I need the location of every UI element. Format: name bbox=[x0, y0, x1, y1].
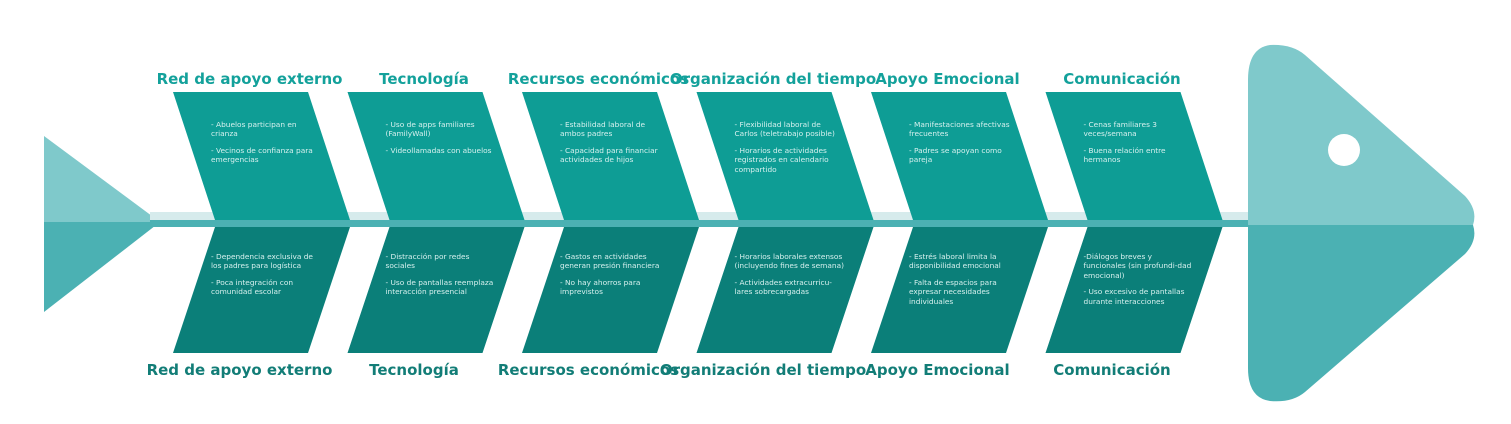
fish-head-upper bbox=[1248, 44, 1475, 226]
category-label-top: Tecnología bbox=[379, 70, 469, 88]
rib-lower-4 bbox=[696, 227, 874, 353]
rib-lower-1 bbox=[173, 227, 350, 353]
category-label-bottom: Tecnología bbox=[369, 361, 459, 379]
rib-upper-2 bbox=[347, 92, 525, 220]
positive-factors-list: - Uso de apps familiares (FamilyWall) - V… bbox=[386, 120, 496, 162]
category-label-bottom: Organización del tiempo bbox=[659, 361, 867, 379]
list-item: -Diálogos breves y funcionales (sin prof… bbox=[1083, 252, 1192, 280]
category-label-bottom: Comunicación bbox=[1053, 361, 1171, 379]
positive-factors-list: - Cenas familiares 3 veces/semana - Buena… bbox=[1084, 120, 1194, 172]
list-item: - Horarios de actividades registrados en… bbox=[734, 145, 829, 174]
rib-lower-6 bbox=[1045, 227, 1223, 353]
negative-factors-list: - Dependencia exclusiva de los padres pa… bbox=[211, 252, 321, 304]
positive-factors-list: - Estabilidad laboral de ambos padres - C… bbox=[560, 120, 670, 172]
spine bbox=[150, 220, 1320, 227]
list-item: - Gastos en actividades generan presión … bbox=[560, 252, 660, 271]
category-label-top: Comunicación bbox=[1063, 70, 1181, 88]
fish-eye-icon bbox=[1328, 134, 1360, 166]
rib-upper-6 bbox=[1045, 92, 1223, 220]
rib-upper-4 bbox=[696, 92, 874, 220]
negative-factors-list: -Diálogos breves y funcionales (sin prof… bbox=[1084, 252, 1194, 313]
category-label-bottom: Recursos económicos bbox=[497, 361, 680, 379]
list-item: - Actividades extracurricu-lares sobreca… bbox=[734, 277, 832, 297]
list-item: - Manifestaciones afectivas frecuentes bbox=[909, 120, 1010, 139]
list-item: - Flexibilidad laboral de Carlos (teletr… bbox=[734, 120, 835, 139]
list-item: - Distracción por redes sociales bbox=[385, 252, 470, 271]
rib-upper-5 bbox=[871, 92, 1048, 220]
list-item: - Padres se apoyan como pareja bbox=[909, 145, 1002, 165]
category-label-top: Apoyo Emocional bbox=[875, 70, 1020, 88]
list-item: - Vecinos de confianza para emergencias bbox=[211, 145, 313, 165]
rib-lower-2 bbox=[347, 227, 525, 353]
list-item: - Abuelos participan en crianza bbox=[211, 120, 297, 139]
category-label-top: Organización del tiempo bbox=[669, 70, 877, 88]
rib-lower-3 bbox=[522, 227, 699, 353]
list-item: - Uso de apps familiares (FamilyWall) bbox=[385, 120, 475, 139]
list-item: - Cenas familiares 3 veces/semana bbox=[1083, 120, 1157, 139]
fish-tail-upper bbox=[44, 136, 160, 222]
list-item: - Buena relación entre hermanos bbox=[1083, 145, 1166, 165]
rib-upper-1 bbox=[173, 92, 350, 220]
list-item: - Videollamadas con abuelos bbox=[385, 145, 492, 155]
list-item: - Capacidad para financiar actividades d… bbox=[560, 145, 658, 165]
category-label-top: Red de apoyo externo bbox=[156, 70, 343, 88]
list-item: - Falta de espacios para expresar necesi… bbox=[909, 277, 997, 306]
fish-tail-lower bbox=[44, 222, 160, 312]
list-item: - Estrés laboral limita la disponibilida… bbox=[909, 252, 1001, 271]
category-label-top: Recursos económicos bbox=[507, 70, 690, 88]
positive-factors-list: - Manifestaciones afectivas frecuentes - … bbox=[909, 120, 1019, 172]
spine-shadow bbox=[150, 212, 1320, 220]
list-item: - Estabilidad laboral de ambos padres bbox=[560, 120, 646, 139]
negative-factors-list: - Horarios laborales extensos (incluyend… bbox=[735, 252, 845, 304]
category-label-bottom: Apoyo Emocional bbox=[865, 361, 1010, 379]
list-item: - Uso de pantallas reemplaza interacción… bbox=[385, 277, 494, 297]
list-item: - Dependencia exclusiva de los padres pa… bbox=[211, 252, 313, 271]
list-item: - Poca integración con comunidad escolar bbox=[211, 277, 294, 297]
negative-factors-list: - Gastos en actividades generan presión … bbox=[560, 252, 670, 304]
fish-head-lower bbox=[1248, 225, 1475, 402]
positive-factors-list: - Abuelos participan en crianza - Vecinos… bbox=[211, 120, 321, 172]
category-label-bottom: Red de apoyo externo bbox=[146, 361, 333, 379]
rib-upper-3 bbox=[522, 92, 699, 220]
positive-factors-list: - Flexibilidad laboral de Carlos (teletr… bbox=[735, 120, 845, 181]
list-item: - Horarios laborales extensos (incluyend… bbox=[734, 252, 845, 271]
rib-lower-5 bbox=[871, 227, 1048, 353]
list-item: - No hay ahorros para imprevistos bbox=[560, 277, 641, 297]
list-item: - Uso excesivo de pantallas durante inte… bbox=[1083, 287, 1185, 306]
negative-factors-list: - Distracción por redes sociales - Uso de… bbox=[386, 252, 496, 304]
negative-factors-list: - Estrés laboral limita la disponibilida… bbox=[909, 252, 1019, 313]
